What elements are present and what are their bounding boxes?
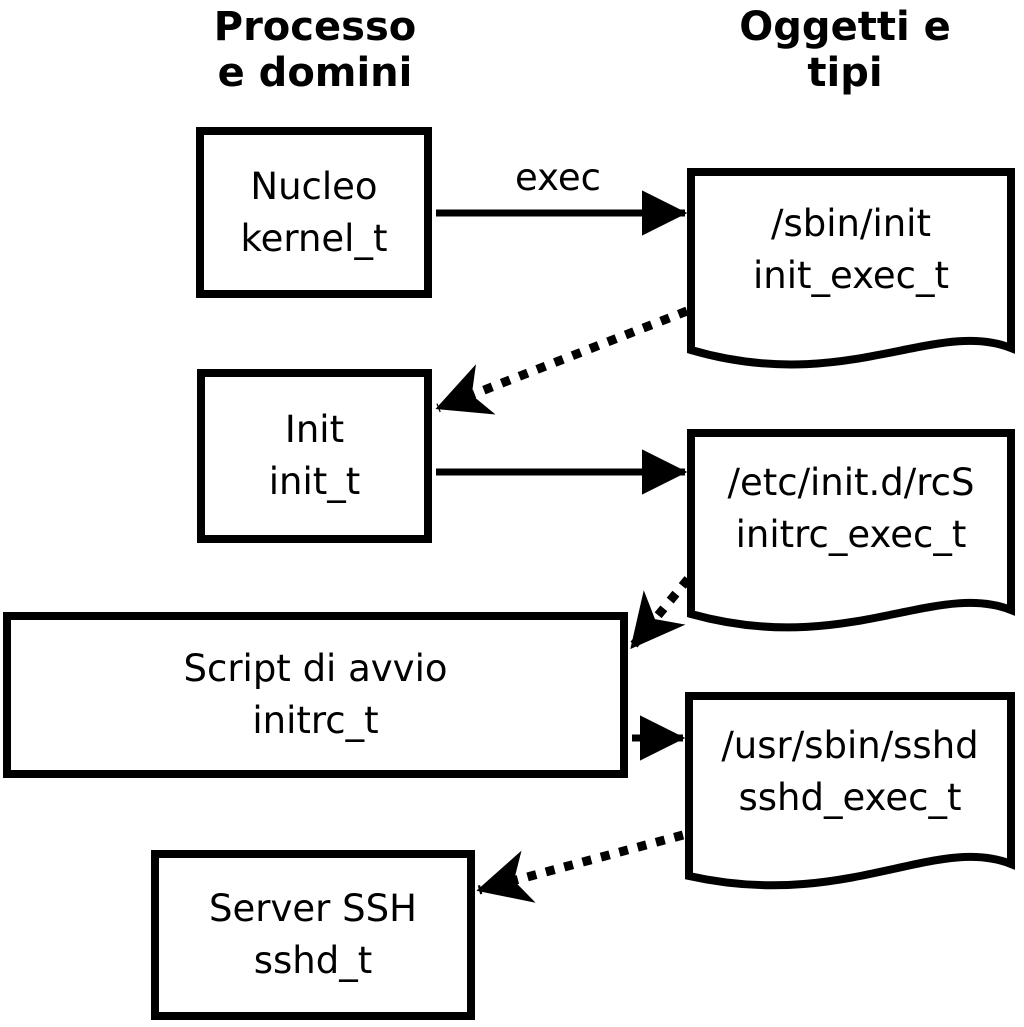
process-name: Server SSH: [209, 887, 417, 930]
object-type: initrc_exec_t: [735, 513, 967, 556]
column-header-processes-line1: Processo: [213, 4, 417, 50]
document-shape-sshd-exec: [685, 692, 1015, 890]
transition-arrow-initrc-exec-to-initrc: [628, 576, 692, 650]
object-path: /usr/sbin/sshd: [721, 724, 979, 767]
column-header-objects: Oggetti e tipi: [645, 4, 1024, 96]
object-path: /etc/init.d/rcS: [727, 461, 975, 504]
process-type: kernel_t: [240, 216, 388, 260]
column-header-processes-line2: e domini: [217, 50, 413, 96]
process-box-init: Init init_t: [197, 369, 432, 543]
process-name: Init: [284, 408, 345, 451]
process-name: Nucleo: [250, 164, 378, 208]
object-label-sshd-exec: /usr/sbin/sshd sshd_exec_t: [689, 720, 1011, 824]
column-header-objects-line2: tipi: [807, 50, 883, 96]
transition-arrow-sshd-exec-to-sshd: [476, 830, 685, 903]
process-name: Script di avvio: [183, 647, 448, 690]
transition-arrow-init-exec-to-init: [435, 306, 689, 415]
object-label-initrc-exec: /etc/init.d/rcS initrc_exec_t: [691, 457, 1011, 561]
process-type: init_t: [268, 460, 361, 503]
process-type: initrc_t: [252, 699, 379, 742]
column-header-processes: Processo e domini: [115, 4, 515, 96]
column-header-objects-line1: Oggetti e: [739, 4, 951, 50]
object-type: sshd_exec_t: [738, 776, 962, 819]
object-label-init-exec: /sbin/init init_exec_t: [691, 198, 1011, 302]
process-box-kernel: Nucleo kernel_t: [196, 127, 432, 298]
object-type: init_exec_t: [752, 254, 949, 297]
object-path: /sbin/init: [771, 202, 931, 245]
document-shape-initrc-exec: [687, 429, 1015, 632]
process-type: sshd_t: [253, 939, 373, 982]
process-box-initrc: Script di avvio initrc_t: [3, 612, 628, 778]
document-shape-init-exec: [687, 168, 1015, 369]
process-box-sshd: Server SSH sshd_t: [151, 850, 475, 1020]
edge-label-exec: exec: [515, 156, 601, 199]
